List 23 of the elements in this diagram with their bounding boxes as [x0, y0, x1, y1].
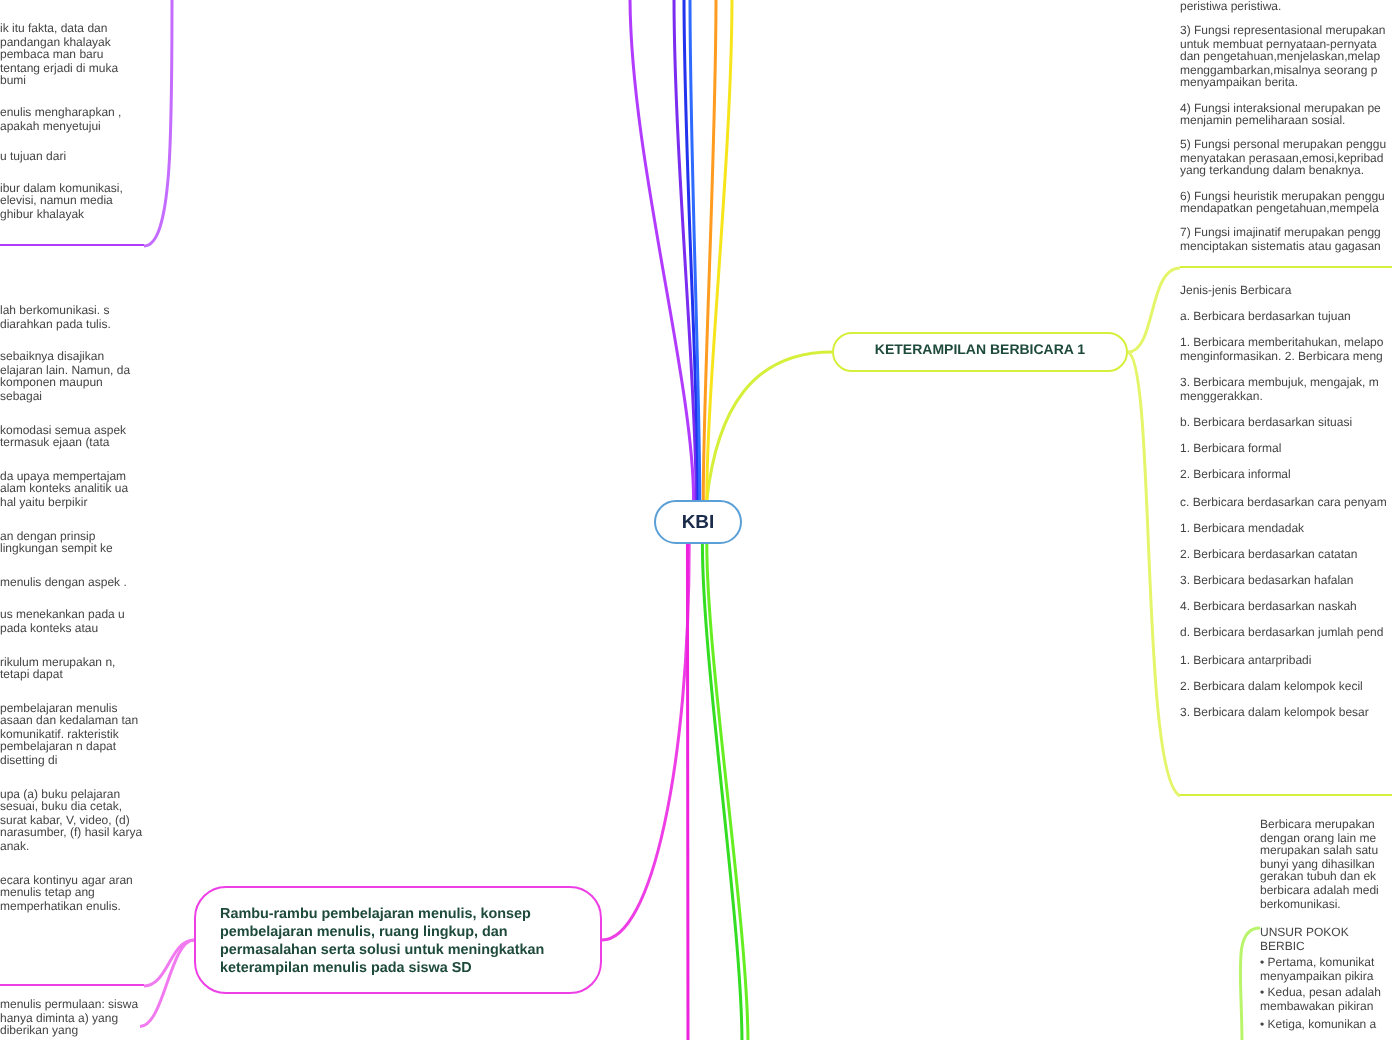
branch-line [143, 0, 174, 248]
underlined-note [0, 24, 144, 246]
branch-line [1238, 926, 1261, 1040]
branch-line [672, 0, 698, 500]
underlined-note [1180, 286, 1392, 796]
branch-line [685, 544, 690, 1040]
branch-line [628, 0, 696, 501]
underlined-note [0, 306, 144, 986]
topic-box [194, 886, 602, 994]
branch-line [1126, 351, 1182, 797]
branch-line [601, 543, 691, 942]
topic-label: KBI [681, 511, 715, 533]
topic-box [832, 332, 1128, 372]
branch-line [705, 350, 833, 501]
branch-line [143, 938, 195, 988]
branch-line [701, 0, 718, 500]
branch-line [688, 0, 702, 500]
branch-line [705, 0, 734, 501]
branch-line [1127, 266, 1181, 354]
branch-line [682, 0, 700, 500]
branch-line [139, 938, 195, 1028]
underlined-note [1180, 2, 1392, 268]
central-topic-box [654, 500, 742, 544]
